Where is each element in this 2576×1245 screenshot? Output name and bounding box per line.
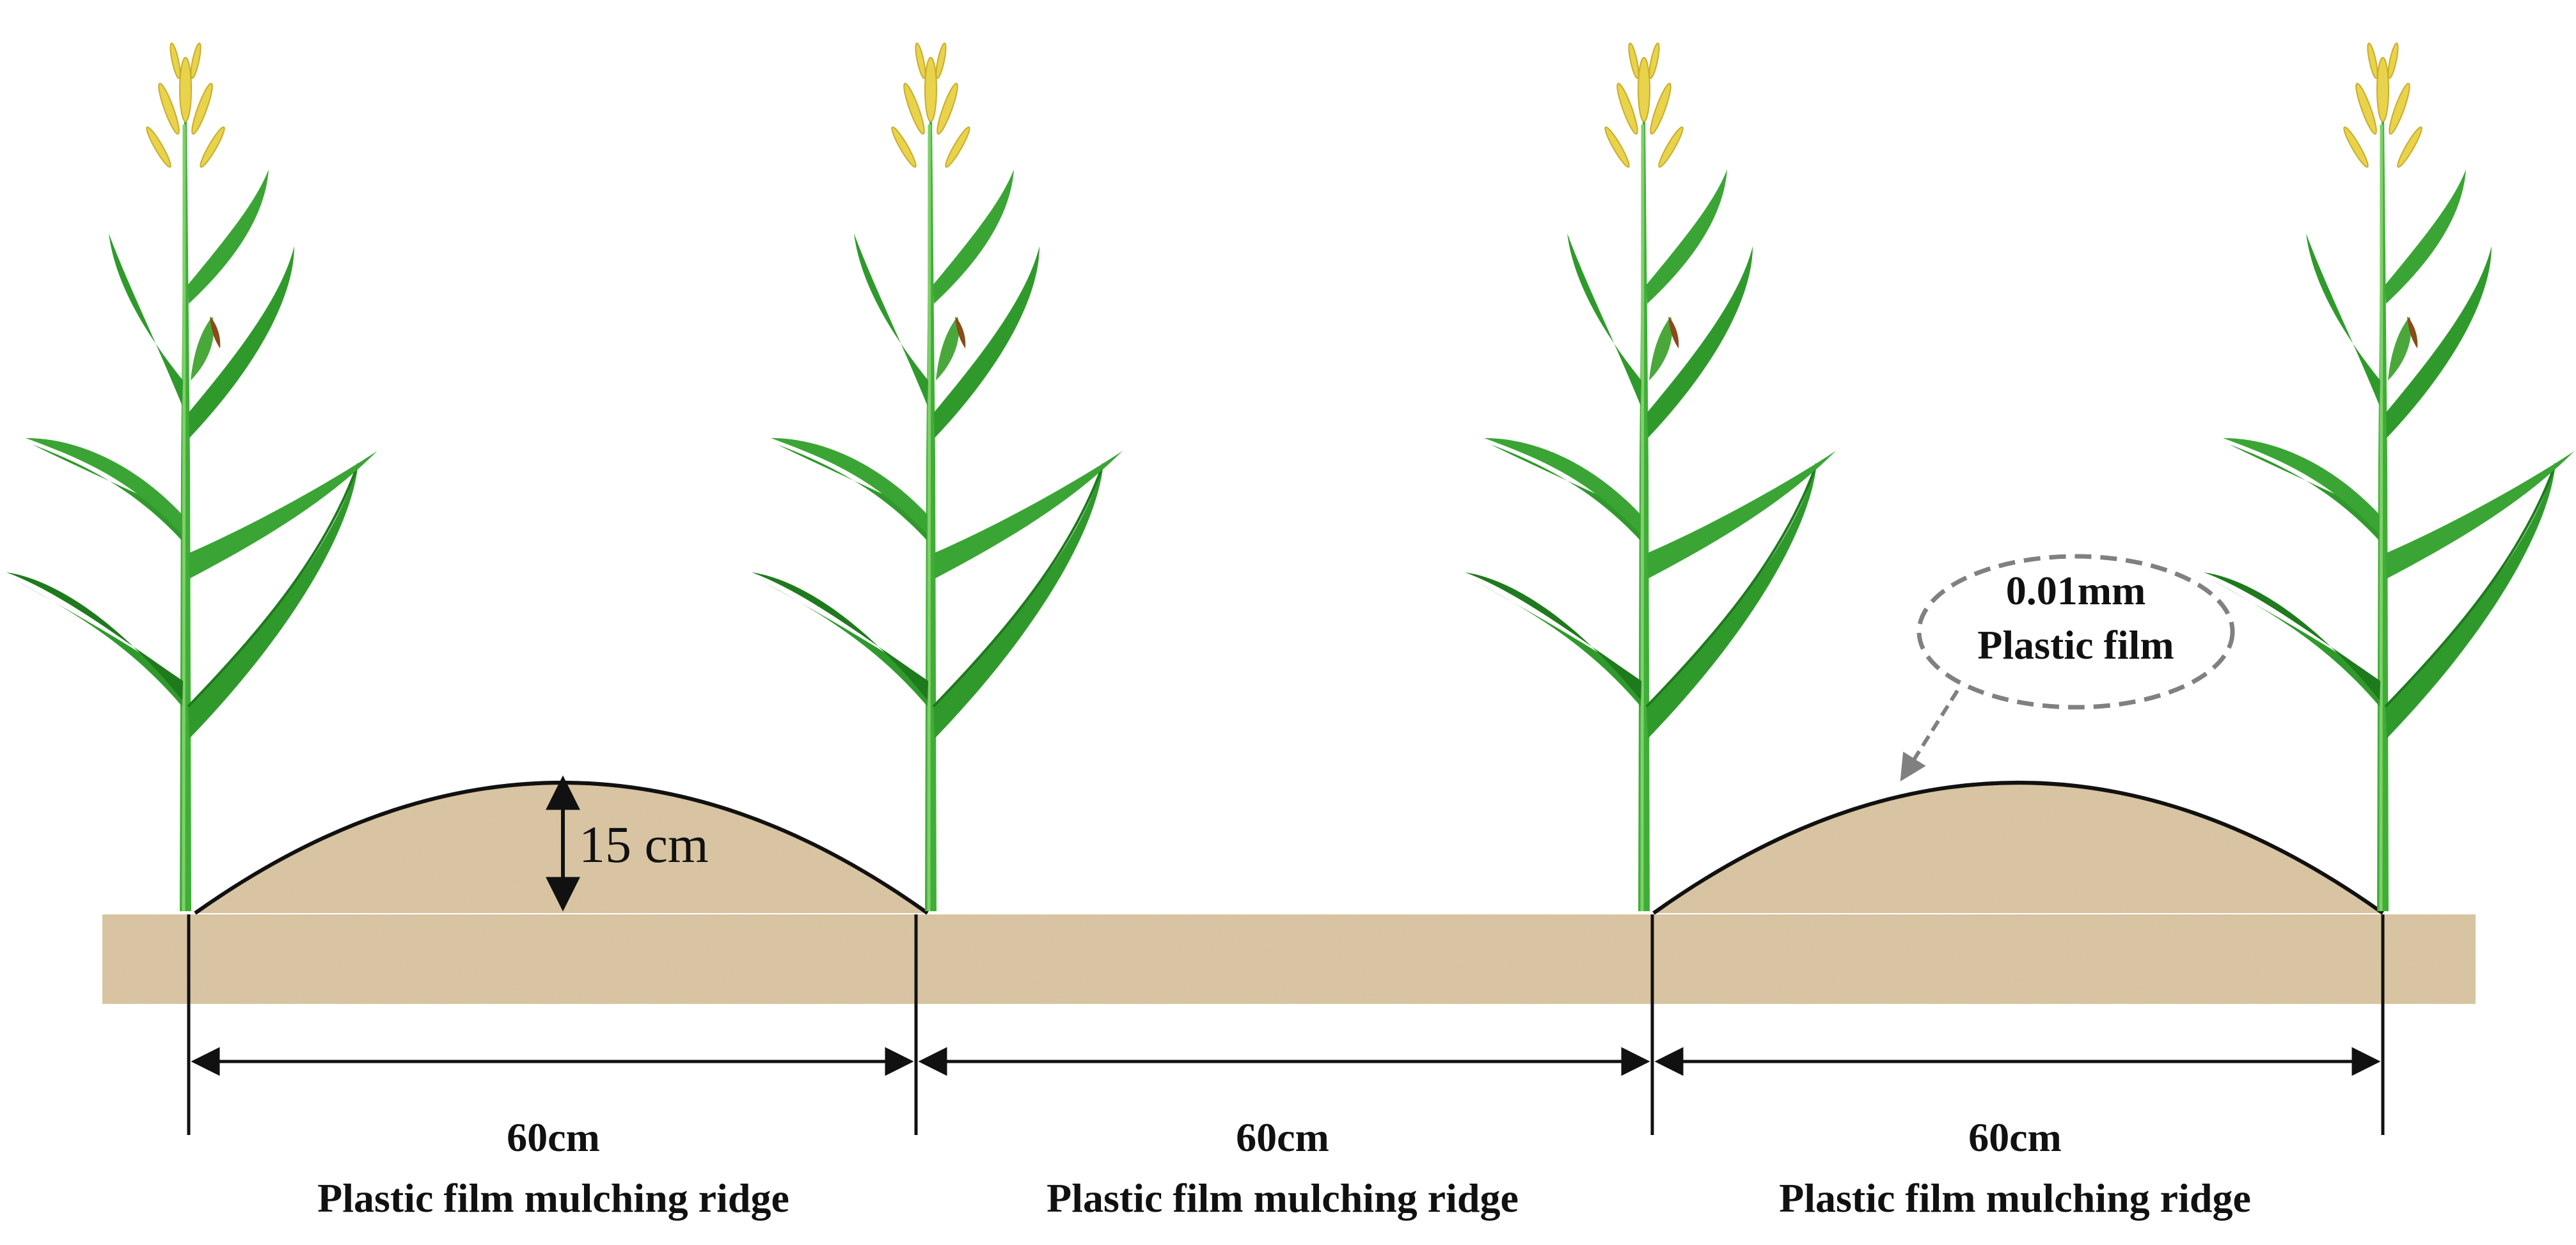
segment-2-name: Plastic film mulching ridge <box>1047 1175 1519 1221</box>
segment-2-width: 60cm <box>1236 1115 1329 1160</box>
segment-3-width: 60cm <box>1968 1115 2062 1160</box>
segment-1-width: 60cm <box>507 1115 600 1160</box>
plastic-film-right <box>1652 781 2384 915</box>
segment-3-name: Plastic film mulching ridge <box>1779 1175 2251 1221</box>
film-callout-thickness: 0.01mm <box>2006 568 2146 613</box>
segment-1-name: Plastic film mulching ridge <box>317 1175 789 1221</box>
ridge-height-label: 15 cm <box>579 815 709 873</box>
maize-plant-2 <box>752 43 1123 911</box>
film-callout-material: Plastic film <box>1977 622 2174 668</box>
maize-plant-3 <box>1465 43 1836 911</box>
film-callout-pointer <box>1900 689 1959 782</box>
soil-strip <box>102 914 2476 1004</box>
film-callout-bubble <box>1916 554 2235 710</box>
maize-plant-1 <box>6 43 377 911</box>
maize-plant-4 <box>2204 43 2575 911</box>
